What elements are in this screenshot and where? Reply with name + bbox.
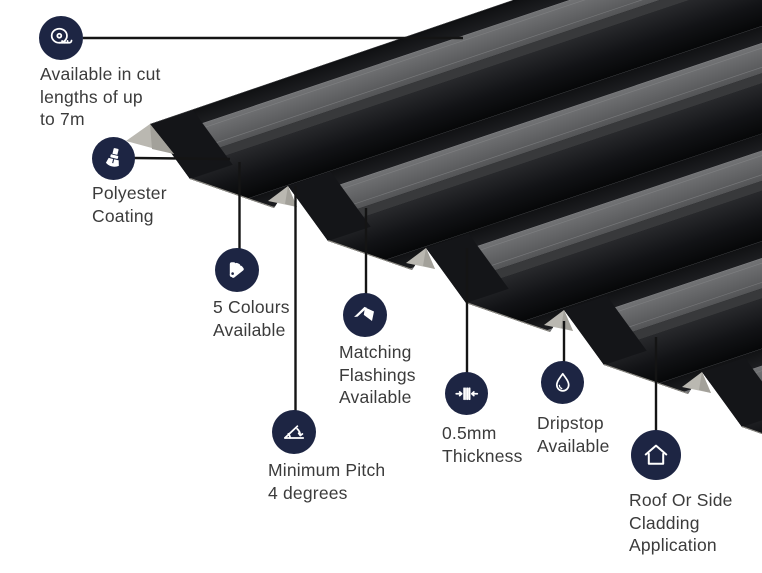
callout-label: Available in cut lengths of up to 7m (40, 64, 161, 129)
callout-label: Matching Flashings Available (339, 342, 416, 407)
paintbrush-icon (92, 137, 135, 180)
water-drop-icon (541, 361, 584, 404)
callout-label: 5 Colours Available (213, 297, 290, 340)
callout-label: Dripstop Available (537, 413, 610, 456)
callout-label: 0.5mm Thickness (442, 423, 523, 466)
callout-label: Roof Or Side Cladding Application (629, 490, 733, 555)
tape-measure-icon (39, 16, 83, 60)
colour-swatches-icon (215, 248, 259, 292)
callout-label: Polyester Coating (92, 183, 167, 226)
thickness-gauge-icon (445, 372, 488, 415)
house-icon (631, 430, 681, 480)
connector-line (133, 156, 231, 161)
pitch-angle-icon (272, 410, 316, 454)
flashing-icon (343, 293, 387, 337)
callout-label: Minimum Pitch 4 degrees (268, 460, 386, 503)
underside-triangles (126, 124, 711, 393)
